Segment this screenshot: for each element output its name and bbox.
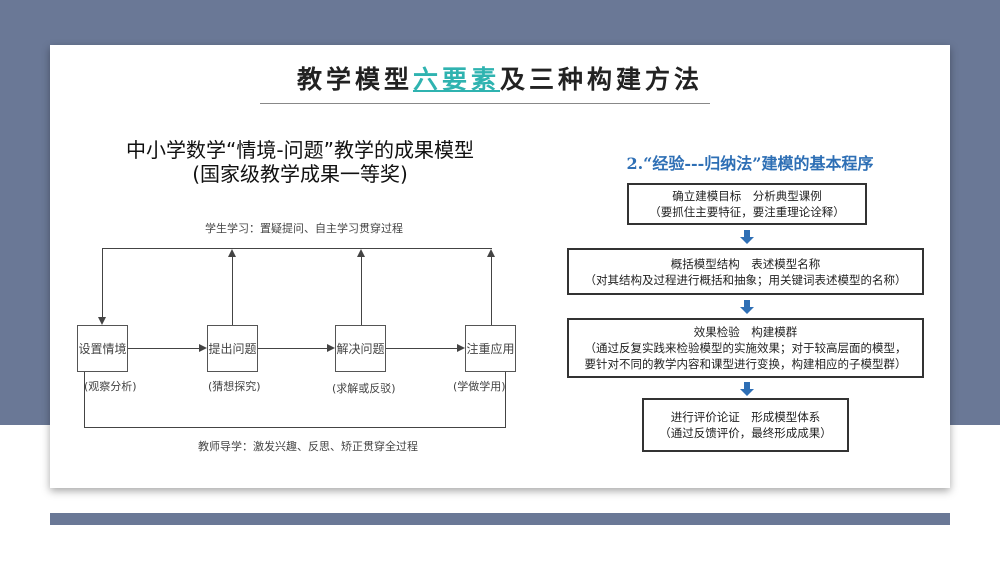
step-caption: (猜想探究) <box>208 380 261 393</box>
connector <box>102 248 103 318</box>
bottom-line <box>84 427 506 428</box>
step-caption: (观察分析) <box>84 380 137 393</box>
title-underline <box>260 103 710 104</box>
title-highlight: 六要素 <box>412 65 500 94</box>
step-box: 设置情境 <box>77 325 128 372</box>
footer-bar <box>50 513 950 525</box>
procedure-box: 进行评价论证 形成模型体系（通过反馈评价，最终形成成果） <box>642 398 849 452</box>
connector <box>505 372 506 428</box>
arrow-down-icon <box>98 317 106 325</box>
student-label: 学生学习：置疑提问、自主学习贯穿过程 <box>205 222 403 235</box>
step-caption: (学做学用) <box>453 380 506 393</box>
slide-title: 教学模型六要素及三种构建方法 <box>296 65 704 94</box>
procedure-box: 确立建模目标 分析典型课例（要抓住主要特征，要注重理论诠释） <box>627 183 867 225</box>
connector <box>128 348 199 349</box>
arrow-down-icon <box>740 300 754 314</box>
teacher-label: 教师导学：激发兴趣、反思、矫正贯穿全过程 <box>198 440 418 453</box>
top-line <box>102 248 492 249</box>
arrow-right-icon <box>457 344 465 352</box>
step-box: 提出问题 <box>207 325 258 372</box>
step-box: 注重应用 <box>465 325 516 372</box>
arrow-down-icon <box>740 230 754 244</box>
connector <box>361 255 362 325</box>
procedure-box: 概括模型结构 表述模型名称（对其结构及过程进行概括和抽象；用关键词表述模型的名称… <box>567 248 924 295</box>
arrow-right-icon <box>327 344 335 352</box>
step-box: 解决问题 <box>335 325 386 372</box>
left-title: 中小学数学“情境-问题”教学的成果模型 <box>126 138 474 162</box>
connector <box>491 255 492 325</box>
connector <box>386 348 457 349</box>
connector <box>232 255 233 325</box>
left-subtitle: (国家级教学成果一等奖) <box>192 162 408 186</box>
step-caption: (求解或反驳) <box>332 382 396 395</box>
arrow-down-icon <box>740 382 754 396</box>
connector <box>84 372 85 428</box>
arrow-up-icon <box>357 249 365 257</box>
connector <box>258 348 327 349</box>
procedure-box: 效果检验 构建模群（通过反复实践来检验模型的实施效果；对于较高层面的模型，要针对… <box>567 318 924 378</box>
arrow-up-icon <box>228 249 236 257</box>
arrow-up-icon <box>487 249 495 257</box>
arrow-right-icon <box>199 344 207 352</box>
right-heading: 2.“经验---归纳法”建模的基本程序 <box>626 154 874 173</box>
